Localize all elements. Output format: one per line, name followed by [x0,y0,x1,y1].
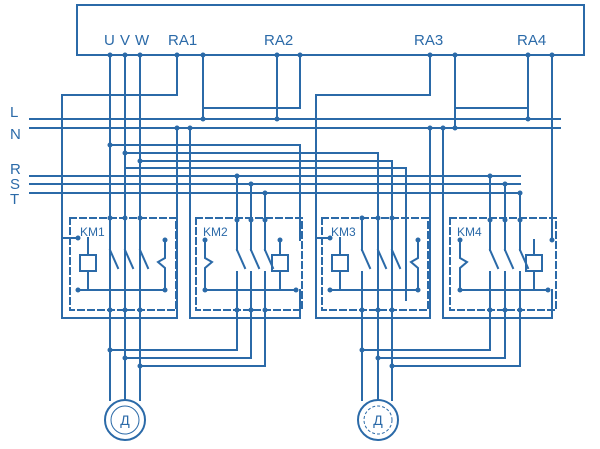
terminal-label-w: W [135,32,150,49]
terminal-label-ra2: RA2 [264,32,293,49]
km3-coil [331,254,349,272]
terminal-label-ra1: RA1 [168,32,197,49]
contactor-label-km1: KM1 [80,225,105,239]
motor-1: Д [104,399,146,441]
bus-label-n: N [10,126,21,143]
contactor-label-km2: KM2 [203,225,228,239]
km1-coil [79,254,97,272]
bus-label-l: L [10,104,18,121]
bus-label-s: S [10,176,20,193]
motor-1-label: Д [120,412,130,428]
controller-box [76,4,585,56]
terminal-label-ra4: RA4 [517,32,546,49]
contactor-label-km3: KM3 [331,225,356,239]
motor-2: Д [357,399,399,441]
bus-label-r: R [10,161,21,178]
contactor-label-km4: KM4 [457,225,482,239]
terminal-label-v: V [120,32,130,49]
terminal-label-u: U [104,32,115,49]
terminal-label-ra3: RA3 [414,32,443,49]
km2-coil [271,254,289,272]
motor-2-label: Д [373,412,383,428]
bus-label-t: T [10,191,19,208]
